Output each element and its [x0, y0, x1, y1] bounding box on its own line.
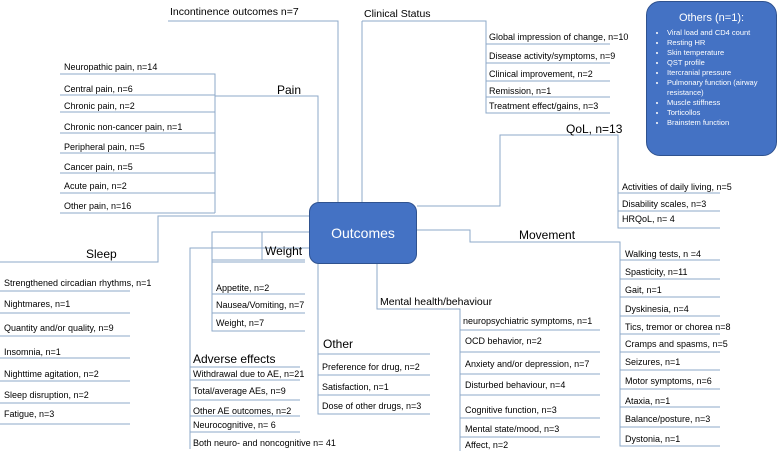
movement-item: Cramps and spasms, n=5 [625, 339, 728, 349]
adverse-item: Total/average AEs, n=9 [193, 386, 286, 396]
others-item: Pulmonary function (airway resistance) [667, 78, 777, 98]
others-list: Viral load and CD4 count Resting HR Skin… [655, 28, 777, 128]
sleep-item: Sleep disruption, n=2 [4, 390, 89, 400]
adverse-effects-title: Adverse effects [193, 352, 276, 366]
clinical-item: Clinical improvement, n=2 [489, 69, 593, 79]
sleep-item: Nighttime agitation, n=2 [4, 369, 99, 379]
pain-item: Cancer pain, n=5 [64, 162, 133, 172]
movement-title: Movement [519, 228, 576, 242]
pain-item: Chronic non-cancer pain, n=1 [64, 122, 183, 132]
weight-item: Appetite, n=2 [216, 283, 270, 293]
others-title: Others (n=1): [678, 12, 745, 24]
movement-item: Walking tests, n =4 [625, 249, 701, 259]
sleep-item: Insomnia, n=1 [4, 347, 61, 357]
pain-item: Peripheral pain, n=5 [64, 142, 145, 152]
clinical-item: Global impression of change, n=10 [489, 32, 629, 42]
adverse-item: Withdrawal due to AE, n=21 [193, 369, 305, 379]
clinical-item: Disease activity/symptoms, n=9 [489, 51, 616, 61]
movement-item: Gait, n=1 [625, 285, 662, 295]
mental-item: Affect, n=2 [465, 440, 509, 450]
movement-item: Motor symptoms, n=6 [625, 376, 712, 386]
qol-title: QoL, n=13 [566, 122, 623, 136]
others-item: QST profile [667, 58, 777, 68]
qol-item: Disability scales, n=3 [622, 199, 707, 209]
sleep-title: Sleep [86, 247, 117, 261]
incontinence-label: Incontinence outcomes n=7 [170, 6, 299, 18]
others-item: Resting HR [667, 38, 777, 48]
adverse-item: Neurocognitive, n= 6 [193, 420, 276, 430]
clinical-item: Remission, n=1 [489, 86, 552, 96]
movement-item: Balance/posture, n=3 [625, 414, 711, 424]
adverse-item: Other AE outcomes, n=2 [193, 406, 292, 416]
movement-item: Tics, tremor or chorea n=8 [625, 322, 731, 332]
pain-item: Other pain, n=16 [64, 201, 132, 211]
movement-item: Dyskinesia, n=4 [625, 304, 689, 314]
mental-health-title: Mental health/behaviour [380, 296, 493, 308]
other-item: Preference for drug, n=2 [322, 362, 420, 372]
sleep-item: Quantity and/or quality, n=9 [4, 323, 114, 333]
clinical-item: Treatment effect/gains, n=3 [489, 101, 599, 111]
mental-item: Disturbed behaviour, n=4 [465, 380, 566, 390]
other-title: Other [323, 337, 354, 351]
mental-item: Mental state/mood, n=3 [465, 424, 560, 434]
mental-item: Anxiety and/or depression, n=7 [465, 359, 590, 369]
mental-item: neuropsychiatric symptoms, n=1 [463, 316, 593, 326]
movement-item: Spasticity, n=11 [625, 267, 688, 277]
pain-item: Chronic pain, n=2 [64, 101, 135, 111]
other-item: Dose of other drugs, n=3 [322, 401, 422, 411]
weight-title: Weight [265, 244, 303, 258]
others-item: Skin temperature [667, 48, 777, 58]
pain-item: Neuropathic pain, n=14 [64, 62, 158, 72]
weight-item: Nausea/Vomiting, n=7 [216, 300, 305, 310]
sleep-item: Fatigue, n=3 [4, 409, 55, 419]
other-item: Satisfaction, n=1 [322, 382, 389, 392]
qol-item: HRQoL, n= 4 [622, 214, 675, 224]
mental-item: Cognitive function, n=3 [465, 405, 557, 415]
pain-title: Pain [277, 83, 302, 97]
movement-item: Dystonia, n=1 [625, 434, 681, 444]
outcomes-center-node: Outcomes [309, 202, 417, 264]
adverse-item: Both neuro- and noncognitive n= 41 [193, 438, 336, 448]
others-item: Itercranial pressure [667, 68, 777, 78]
others-item: Muscle stiffness [667, 98, 777, 108]
others-item: Torticollos [667, 108, 777, 118]
others-item: Brainstem function [667, 118, 777, 128]
sleep-item: Nightmares, n=1 [4, 299, 71, 309]
others-box: Others (n=1): Viral load and CD4 count R… [646, 1, 777, 156]
others-item: Viral load and CD4 count [667, 28, 777, 38]
pain-item: Acute pain, n=2 [64, 181, 127, 191]
weight-item: Weight, n=7 [216, 318, 265, 328]
qol-item: Activities of daily living, n=5 [622, 182, 732, 192]
sleep-item: Strengthened circadian rhythms, n=1 [4, 278, 152, 288]
movement-item: Ataxia, n=1 [625, 396, 671, 406]
clinical-status-title: Clinical Status [364, 8, 431, 20]
pain-item: Central pain, n=6 [64, 84, 133, 94]
movement-item: Seizures, n=1 [625, 357, 681, 367]
mental-item: OCD behavior, n=2 [465, 336, 542, 346]
